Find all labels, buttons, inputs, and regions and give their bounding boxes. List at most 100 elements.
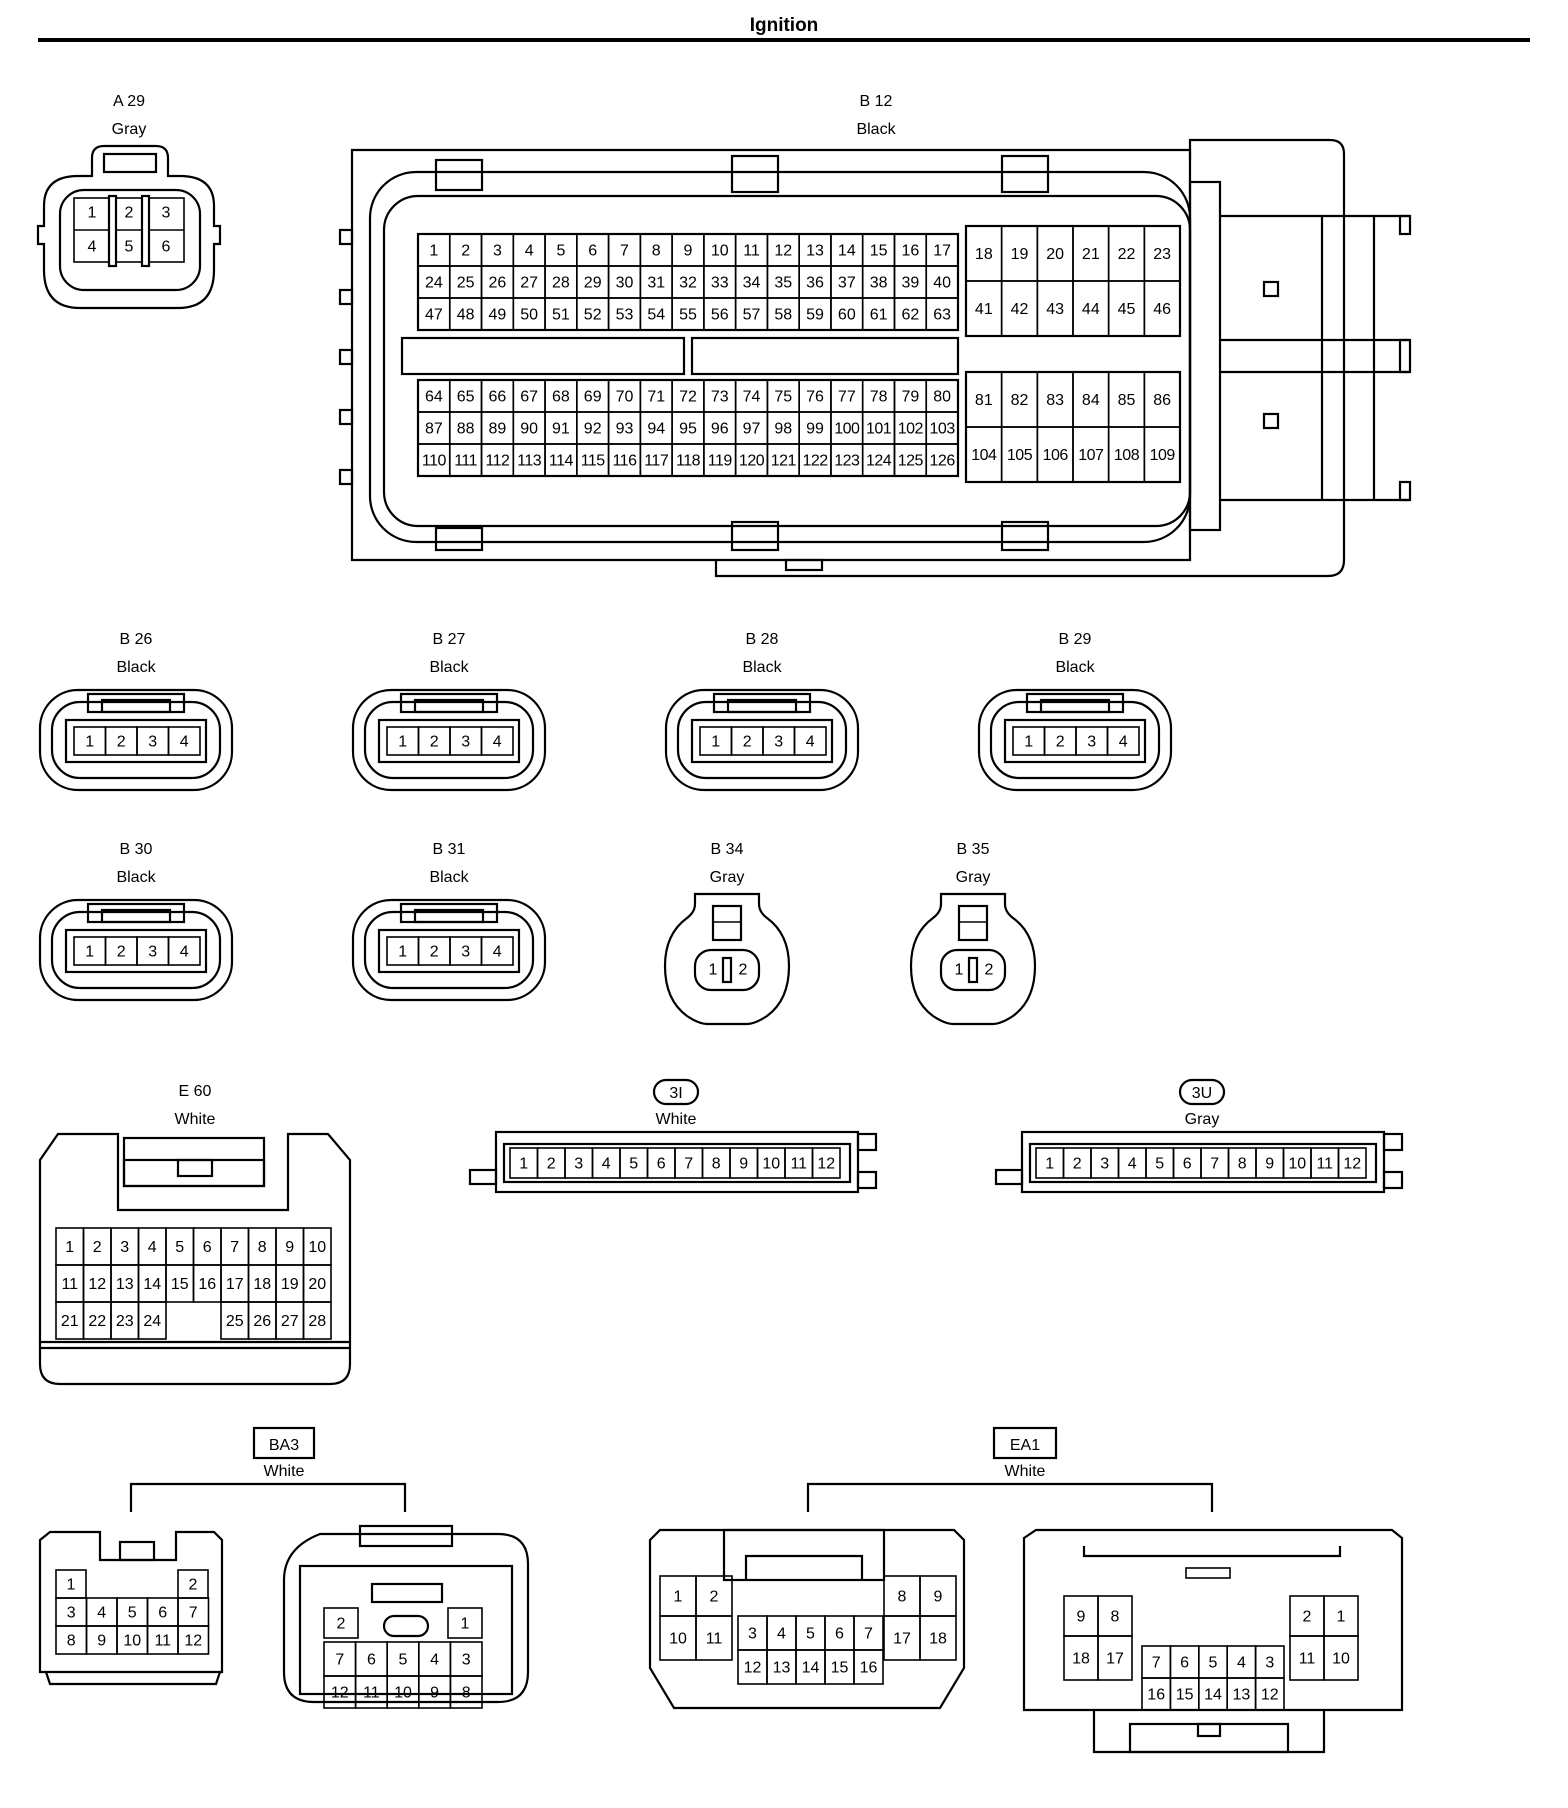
pin-number: 3 <box>148 734 157 751</box>
pin-cell: 96 <box>703 411 737 445</box>
pin-cell: 27 <box>512 265 546 299</box>
pin-cell: 2 <box>448 233 483 267</box>
pin-number: 22 <box>88 1313 106 1330</box>
pin-cell: 5 <box>544 233 578 267</box>
pin-cell: 92 <box>576 411 610 445</box>
pin-number: 4 <box>806 734 815 751</box>
pin-cell: 45 <box>1107 280 1146 337</box>
pin-number: 1 <box>711 734 720 751</box>
pin-number: 35 <box>774 275 792 292</box>
pin-cell: 17 <box>220 1264 250 1303</box>
pin-cell: 2 <box>417 726 451 756</box>
pin-number: 9 <box>285 1239 294 1256</box>
pin-cell: 7 <box>177 1597 210 1627</box>
pin-cell: 2 <box>323 1607 359 1639</box>
pin-cell: 11 <box>146 1625 179 1655</box>
pin-cell: 6 <box>576 233 610 267</box>
pin-cell: 48 <box>448 297 483 331</box>
pin-cell: 24 <box>417 265 451 299</box>
pin-number: 10 <box>308 1239 326 1256</box>
pin-number: 4 <box>180 734 189 751</box>
pin-cell: 10 <box>302 1227 332 1266</box>
pin-cell: 89 <box>480 411 515 445</box>
pin-cell: 11 <box>1310 1147 1340 1179</box>
pin-cell: 3 <box>136 936 170 966</box>
pin-cell: 106 <box>1036 426 1074 483</box>
pin-cell: 73 <box>703 379 737 413</box>
pin-number: 1 <box>1024 734 1033 751</box>
pin-cell: 21 <box>55 1301 85 1340</box>
pin-cell: 1 <box>73 936 107 966</box>
pin-number: 65 <box>457 389 475 406</box>
pin-cell: 94 <box>639 411 673 445</box>
pin-cell: 1 <box>73 726 107 756</box>
connector-id: B 26 <box>120 631 153 648</box>
pin-number: 24 <box>143 1313 161 1330</box>
connector-b12: B 12 Black <box>338 93 1412 578</box>
pin-cell: 123 <box>830 443 864 477</box>
pin-number: 97 <box>743 421 761 438</box>
pin-5: 5 <box>125 239 134 256</box>
pin-number: 16 <box>198 1276 216 1293</box>
pin-cell: 93 <box>607 411 642 445</box>
pin-number: 94 <box>647 421 665 438</box>
pin-number: 120 <box>739 453 765 470</box>
pin-cell: 3 <box>1254 1645 1285 1679</box>
pin-number: 18 <box>1072 1651 1090 1668</box>
pin-number: 15 <box>870 243 888 260</box>
pin-number: 108 <box>1114 447 1140 464</box>
pin-number: 11 <box>154 1633 171 1650</box>
pin-number: 11 <box>61 1276 78 1293</box>
pin-cell: 59 <box>798 297 832 331</box>
pin-number: 27 <box>281 1313 299 1330</box>
pin-cell: 8 <box>55 1625 88 1655</box>
pin-number: 64 <box>425 389 443 406</box>
pin-cell: 32 <box>671 265 705 299</box>
pin-number: 49 <box>489 307 507 324</box>
pin-number: 109 <box>1150 447 1176 464</box>
pin-number: 79 <box>901 389 919 406</box>
pin-cell: 3 <box>449 726 483 756</box>
pin-number: 3 <box>1100 1156 1109 1173</box>
pin-cell: 1 <box>417 233 451 267</box>
pin-cell: 4 <box>1106 726 1140 756</box>
pin-number: 69 <box>584 389 602 406</box>
pin-cell: 4 <box>480 726 514 756</box>
pin-number: 24 <box>425 275 443 292</box>
connector-color: Gray <box>956 869 991 886</box>
pin-number: 12 <box>184 1633 202 1650</box>
connector-id: B 29 <box>1059 631 1092 648</box>
pin-number: 84 <box>1082 392 1100 409</box>
pin-cell: 3 <box>480 233 515 267</box>
pin-cell: 15 <box>165 1264 195 1303</box>
connector-color: White <box>264 1463 305 1480</box>
pin-number: 2 <box>743 734 752 751</box>
pin-number: 114 <box>549 453 574 470</box>
pin-number: 52 <box>584 307 602 324</box>
connector-id: B 28 <box>746 631 779 648</box>
pin-number: 32 <box>679 275 697 292</box>
pin-number: 86 <box>1153 392 1171 409</box>
pin-number: 21 <box>1082 246 1100 263</box>
pin-cell: 99 <box>798 411 832 445</box>
pin-number: 58 <box>774 307 792 324</box>
pin-cell: 3 <box>449 1641 483 1677</box>
pin-number: 2 <box>739 962 748 979</box>
pin-number: 26 <box>253 1313 271 1330</box>
pin-number: 113 <box>517 453 542 470</box>
pin-number: 1 <box>398 944 407 961</box>
pin-cell: 10 <box>116 1625 149 1655</box>
pin-number: 57 <box>743 307 761 324</box>
pin-number: 6 <box>203 1239 212 1256</box>
pin-number: 117 <box>644 453 669 470</box>
pin-number: 2 <box>117 734 126 751</box>
pin-number: 39 <box>901 275 919 292</box>
pin-number: 10 <box>762 1156 780 1173</box>
pin-number: 82 <box>1011 392 1029 409</box>
pin-number: 1 <box>65 1239 74 1256</box>
pin-cell: 14 <box>137 1264 167 1303</box>
pin-cell: 13 <box>766 1649 797 1685</box>
pin-cell: 18 <box>1063 1635 1099 1681</box>
